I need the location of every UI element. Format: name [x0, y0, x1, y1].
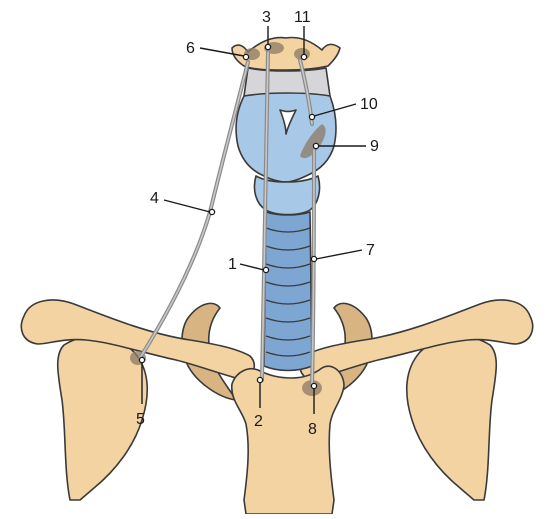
sternum [232, 366, 344, 514]
label-4: 4 [150, 190, 159, 207]
trachea [264, 212, 312, 371]
larynx-trachea [232, 38, 340, 371]
marker-5 [139, 357, 144, 362]
label-7: 7 [366, 242, 375, 259]
label-5: 5 [136, 411, 145, 428]
marker-8 [311, 383, 316, 388]
marker-1 [263, 267, 268, 272]
marker-3 [265, 44, 270, 49]
right-scapula [407, 336, 497, 500]
label-8: 8 [308, 421, 317, 438]
marker-7 [311, 256, 316, 261]
marker-10 [309, 114, 314, 119]
label-10: 10 [360, 96, 378, 113]
marker-4 [209, 209, 214, 214]
marker-2 [257, 377, 262, 382]
marker-6 [243, 54, 248, 59]
marker-11 [301, 54, 306, 59]
label-3: 3 [262, 9, 271, 26]
label-1: 1 [228, 256, 237, 273]
label-11: 11 [294, 9, 311, 26]
marker-9 [313, 143, 318, 148]
label-2: 2 [254, 413, 263, 430]
label-6: 6 [186, 40, 195, 57]
label-9: 9 [370, 138, 379, 155]
